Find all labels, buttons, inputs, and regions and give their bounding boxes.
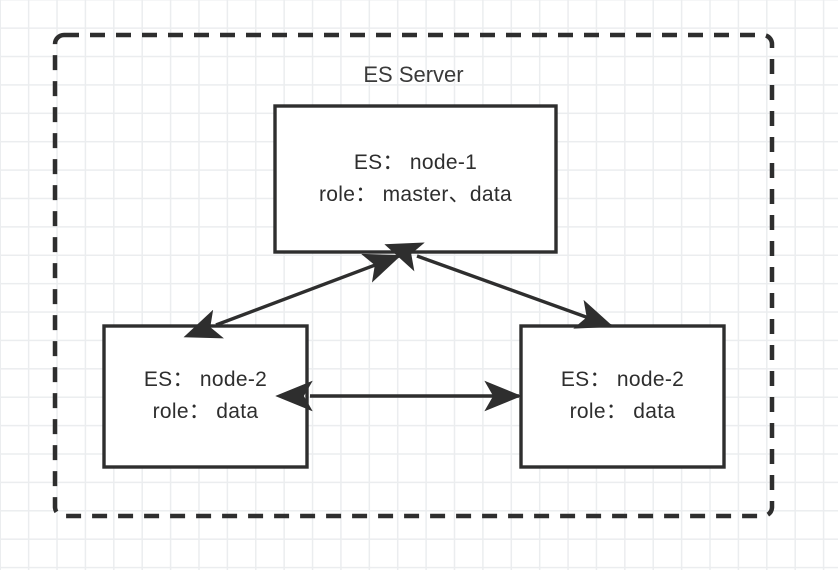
- node-box-es-node-2-right[interactable]: [519, 324, 726, 469]
- es-server-group-border: [52, 32, 775, 519]
- es-server-title: ES Server: [363, 62, 464, 87]
- connector-node2left-to-node1[interactable]: [183, 253, 402, 339]
- node-box-es-node-2-left[interactable]: [102, 324, 309, 469]
- node-box-es-node-1[interactable]: [273, 104, 558, 254]
- connector-node1-to-node2right[interactable]: [384, 242, 614, 329]
